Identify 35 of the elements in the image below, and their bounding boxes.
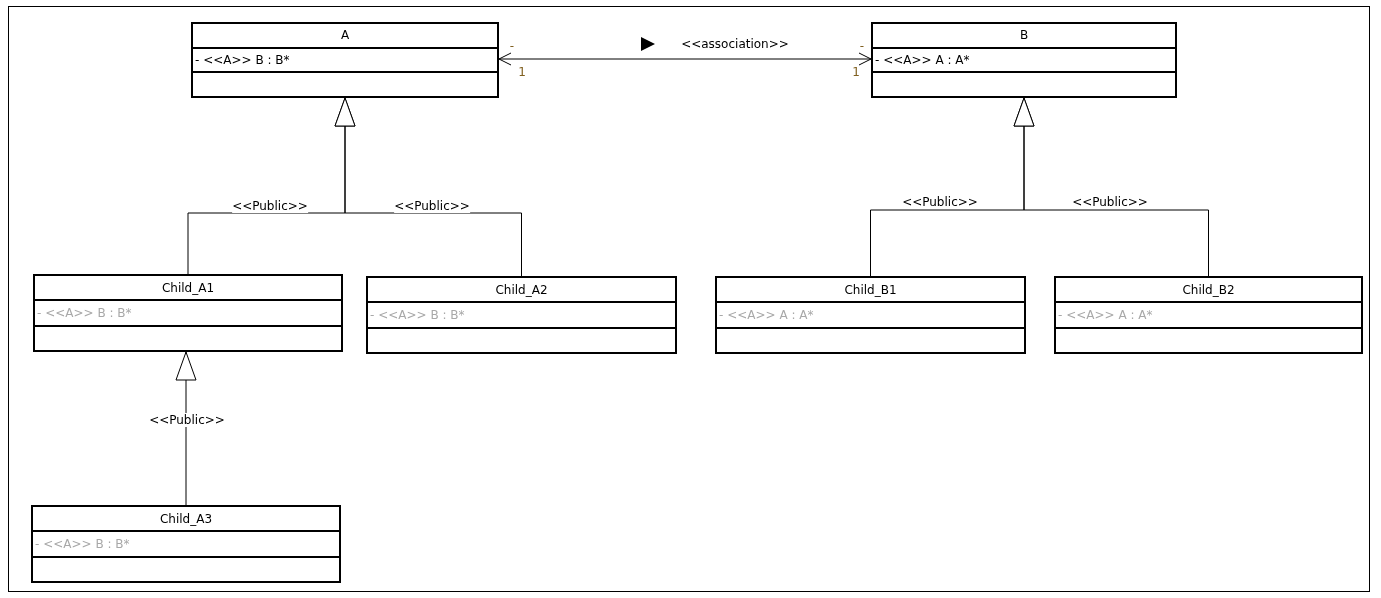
class-name: B — [1019, 28, 1029, 43]
generalization-arrow — [1013, 97, 1209, 277]
generalization-arrow — [175, 351, 197, 506]
class-box — [1054, 276, 1363, 354]
class-name: A — [340, 28, 350, 43]
attribute-text: - <<A>> A : A* — [1058, 308, 1153, 322]
class-name: Child_B1 — [844, 282, 897, 297]
class-name: Child_A1 — [161, 280, 215, 295]
edge-label: <<association>> — [681, 37, 789, 51]
class-name: Child_A2 — [495, 282, 548, 297]
edge-label: <<Public>> — [902, 195, 978, 209]
edge-label: <<Public>> — [232, 199, 308, 213]
class-box — [31, 505, 341, 583]
class-box — [33, 274, 343, 352]
class-box — [191, 22, 499, 98]
multiplicity-label: - — [509, 40, 515, 52]
attribute-text: - <<A>> B : B* — [195, 53, 290, 67]
class-box — [871, 22, 1177, 98]
edge-label: <<Public>> — [1072, 195, 1148, 209]
multiplicity-label: 1 — [518, 66, 526, 78]
generalization-arrow — [334, 97, 522, 277]
attribute-text: - <<A>> B : B* — [37, 306, 132, 320]
attribute-text: - <<A>> B : B* — [35, 537, 130, 551]
class-name: Child_B2 — [1182, 282, 1235, 297]
class-name: Child_A3 — [159, 511, 213, 526]
class-box — [715, 276, 1026, 354]
multiplicity-label: 1 — [852, 66, 860, 78]
edge-label: <<Public>> — [394, 199, 470, 213]
association-line — [498, 52, 872, 66]
edge-label: <<Public>> — [149, 413, 225, 427]
multiplicity-label: - — [859, 40, 865, 52]
attribute-text: - <<A>> B : B* — [370, 308, 465, 322]
class-box — [366, 276, 677, 354]
attribute-text: - <<A>> A : A* — [875, 53, 970, 67]
attribute-text: - <<A>> A : A* — [719, 308, 814, 322]
